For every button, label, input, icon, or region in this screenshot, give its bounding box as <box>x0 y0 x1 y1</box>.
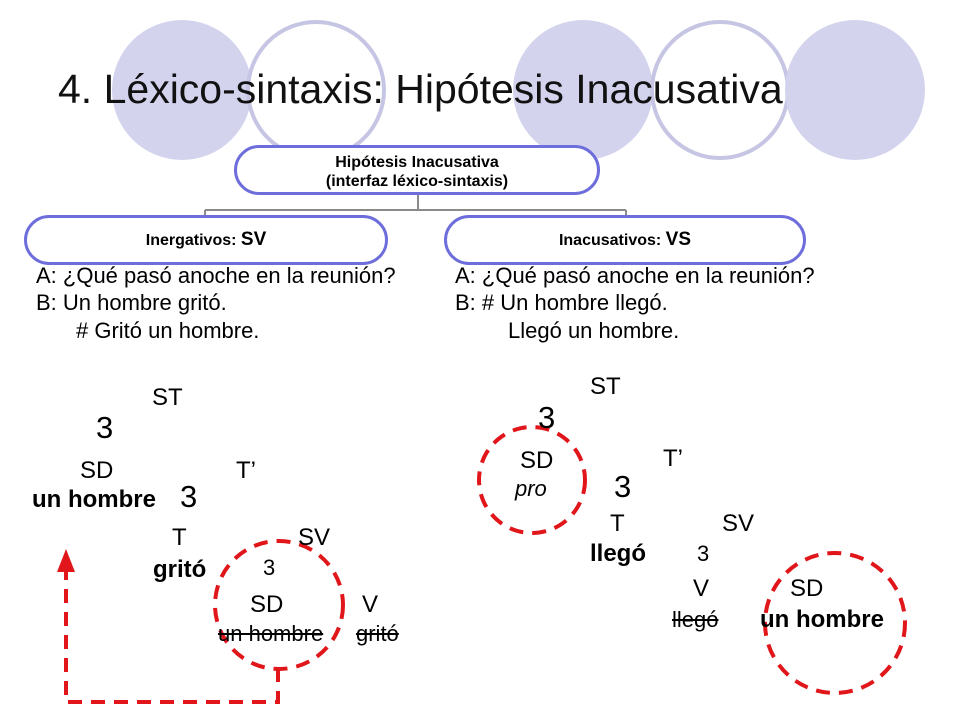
left-dialog-c: # Gritó un hombre. <box>76 318 260 343</box>
left-tree-st: ST <box>152 384 183 411</box>
right-tree-st: ST <box>590 373 621 400</box>
left-dialog-a: A: ¿Qué pasó anoche en la reunión? <box>36 263 396 288</box>
left-tree-branch-3: 3 <box>263 555 276 580</box>
right-tree-sv: SV <box>722 510 755 537</box>
left-tree-branch-2: 3 <box>180 479 198 514</box>
left-tree-trace-subject: un hombre <box>218 621 324 646</box>
right-tree-pro: pro <box>515 476 547 501</box>
right-tree-sd-2: SD <box>790 575 824 602</box>
left-tree-t-bar: T’ <box>236 457 256 484</box>
right-tree-branch-1: 3 <box>538 400 556 435</box>
header-circle-5 <box>785 20 925 160</box>
right-dialog-b: B: # Un hombre llegó. <box>455 290 668 315</box>
left-dialog-b: B: Un hombre gritó. <box>36 290 227 315</box>
right-tree-sd: SD <box>520 447 554 474</box>
left-tree-verb-moved: gritó <box>153 556 207 583</box>
unaccusative-node: Inacusativos: VS <box>444 215 806 265</box>
left-tree-sv: SV <box>298 524 331 551</box>
header-circle-3 <box>513 20 653 160</box>
left-tree-trace-verb: gritó <box>356 621 399 646</box>
left-tree-sd-2: SD <box>250 591 284 618</box>
inergative-node: Inergativos: SV <box>24 215 388 265</box>
unaccusative-label: Inacusativos: <box>558 232 662 249</box>
root-line-1: Hipótesis Inacusativa <box>335 154 499 171</box>
right-tree-v: V <box>693 575 710 602</box>
slide-title: 4. Léxico-sintaxis: Hipótesis Inacusativ… <box>58 66 783 112</box>
header-circle-1 <box>112 20 252 160</box>
inergative-label: Inergativos: <box>145 232 237 249</box>
left-tree-subject: un hombre <box>32 486 156 513</box>
inergative-order: SV <box>240 229 267 250</box>
right-tree-branch-3: 3 <box>697 541 710 566</box>
right-tree-object: un hombre <box>760 606 884 633</box>
movement-path-left <box>64 572 280 704</box>
right-dialog-c: Llegó un hombre. <box>508 318 680 343</box>
left-tree-v: V <box>362 591 379 618</box>
left-tree-sd: SD <box>80 457 114 484</box>
right-tree-trace-verb: llegó <box>672 607 719 632</box>
root-line-2: (interfaz léxico-sintaxis) <box>325 173 509 190</box>
dashed-circle-right-object <box>763 551 907 695</box>
right-dialog-a: A: ¿Qué pasó anoche en la reunión? <box>455 263 815 288</box>
unaccusative-order: VS <box>665 229 692 250</box>
right-tree-t: T <box>610 510 625 537</box>
right-tree-t-bar: T’ <box>663 445 683 472</box>
dashed-circle-right-pro <box>477 425 587 535</box>
left-tree-branch-1: 3 <box>96 410 114 445</box>
root-node: Hipótesis Inacusativa (interfaz léxico-s… <box>234 145 600 195</box>
right-tree-branch-2: 3 <box>614 469 632 504</box>
left-tree-t: T <box>172 524 187 551</box>
right-tree-verb-moved: llegó <box>590 540 647 567</box>
arrow-up-icon <box>57 549 75 572</box>
